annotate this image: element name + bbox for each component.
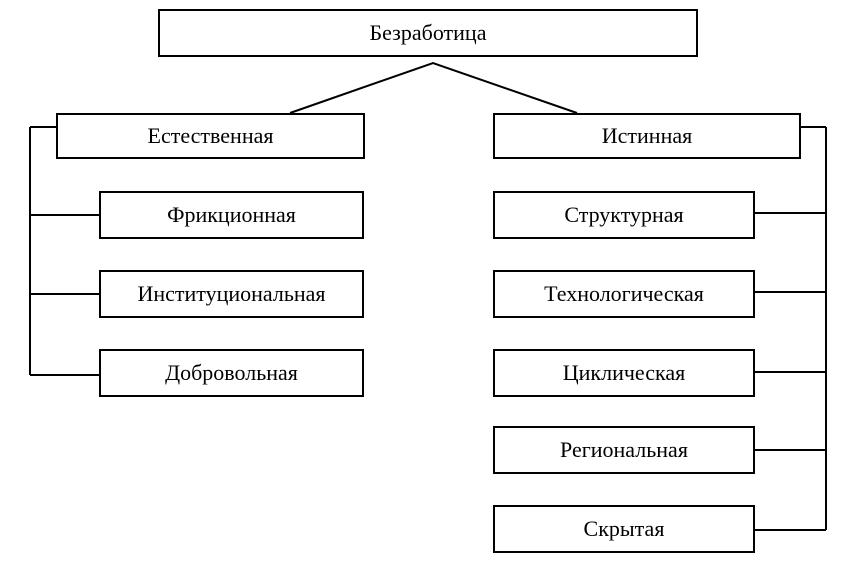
natural-unemployment-label: Естественная xyxy=(147,123,274,148)
cyclical-node: Циклическая xyxy=(493,349,755,397)
root-node: Безработица xyxy=(158,9,698,57)
cyclical-label: Циклическая xyxy=(562,360,686,385)
frictional-label: Фрикционная xyxy=(167,202,296,227)
hidden-node: Скрытая xyxy=(493,505,755,553)
technological-node: Технологическая xyxy=(493,270,755,318)
voluntary-node: Добровольная xyxy=(99,349,364,397)
natural-unemployment-node: Естественная xyxy=(56,113,365,159)
institutional-label: Институциональная xyxy=(137,281,326,306)
frictional-node: Фрикционная xyxy=(99,191,364,239)
regional-node: Региональная xyxy=(493,426,755,474)
root-to-left-connector xyxy=(289,61,578,114)
true-unemployment-label: Истинная xyxy=(601,123,693,148)
structural-label: Структурная xyxy=(564,202,684,227)
true-unemployment-node: Истинная xyxy=(493,113,801,159)
institutional-node: Институциональная xyxy=(99,270,364,318)
hidden-label: Скрытая xyxy=(583,516,665,541)
structural-node: Структурная xyxy=(493,191,755,239)
voluntary-label: Добровольная xyxy=(165,360,298,385)
root-label: Безработица xyxy=(369,20,487,45)
regional-label: Региональная xyxy=(560,437,688,462)
technological-label: Технологическая xyxy=(544,281,704,306)
